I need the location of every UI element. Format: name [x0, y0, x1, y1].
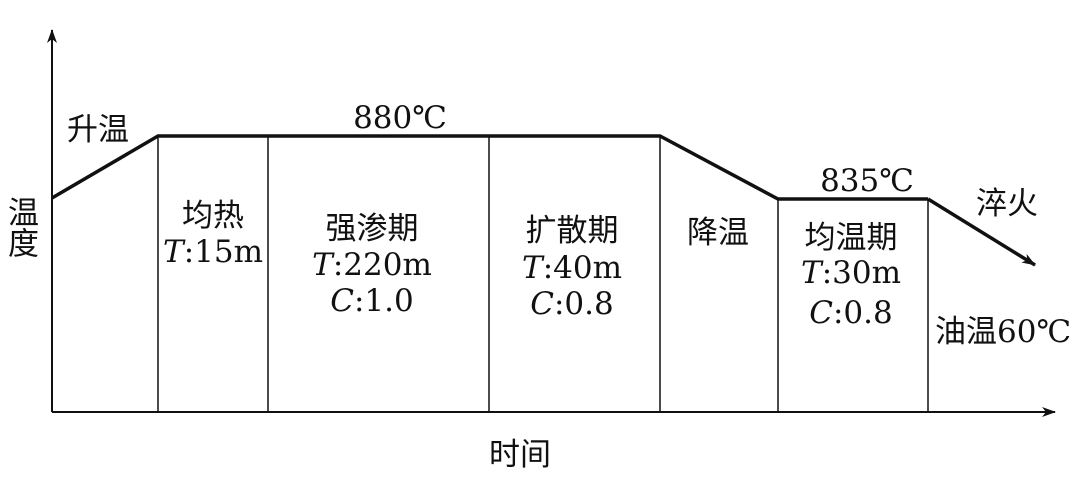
y-axis-label: 温度: [2, 196, 38, 258]
stage-soak: 均热 T:15m: [163, 198, 263, 270]
svg-text:C:0.8: C:0.8: [530, 286, 613, 322]
stage-equalize: 均温期 T:30m C:0.8: [801, 220, 901, 331]
svg-text:均热: 均热: [182, 198, 244, 234]
stage-cooling: 降温: [687, 215, 749, 251]
svg-text:T:15m: T:15m: [163, 234, 263, 270]
svg-text:C:1.0: C:1.0: [330, 283, 413, 319]
second-temp-label: 835℃: [820, 163, 914, 199]
temperature-curve: [51, 134, 928, 201]
quench-label: 淬火: [976, 186, 1038, 222]
quench-arrow: [927, 197, 1036, 267]
stage-diffusion: 扩散期 T:40m C:0.8: [522, 213, 622, 322]
svg-text:降温: 降温: [687, 215, 749, 251]
svg-text:扩散期: 扩散期: [526, 213, 619, 249]
svg-text:均温期: 均温期: [805, 220, 898, 256]
heating-label: 升温: [67, 112, 129, 148]
svg-text:强渗期: 强渗期: [326, 211, 419, 247]
svg-text:T:40m: T:40m: [522, 250, 622, 286]
hold-temp-label: 880℃: [353, 100, 447, 136]
svg-text:C:0.8: C:0.8: [809, 295, 892, 331]
stage-dividers: [157, 136, 929, 412]
x-axis-label: 时间: [489, 437, 551, 473]
svg-text:T:220m: T:220m: [312, 247, 432, 283]
oil-temp-label: 油温60℃: [935, 314, 1071, 350]
stage-boost: 强渗期 T:220m C:1.0: [312, 211, 432, 319]
svg-text:T:30m: T:30m: [801, 255, 901, 291]
